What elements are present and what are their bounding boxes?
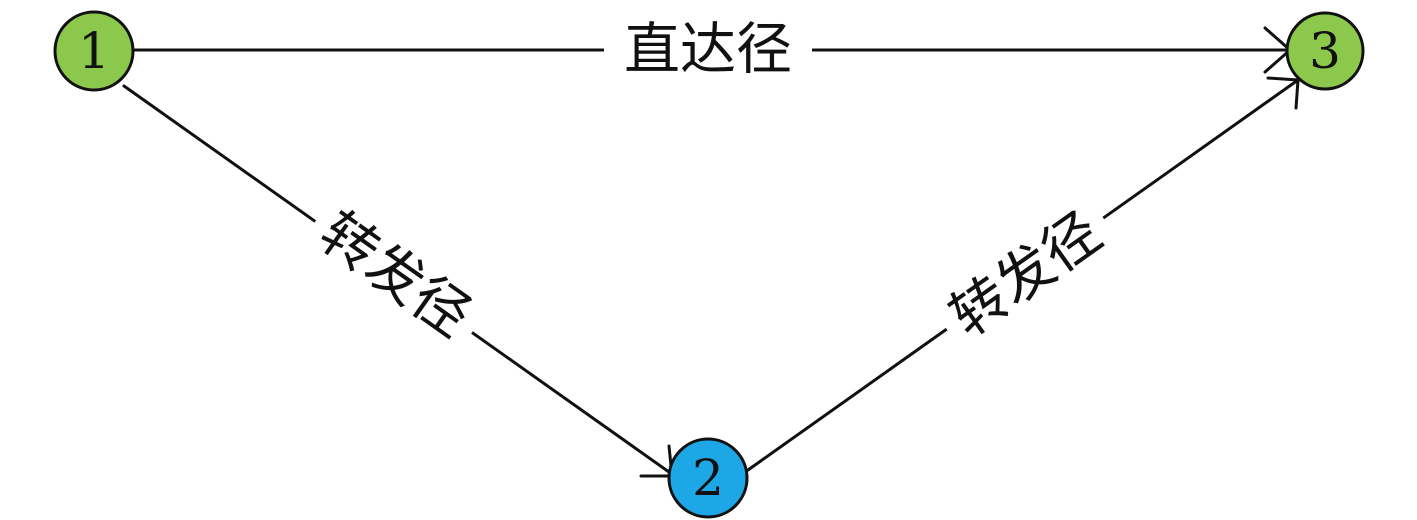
node-circle-3	[1285, 11, 1365, 91]
node-label-3: 3	[1309, 22, 1341, 80]
label-bg-2-3	[928, 191, 1124, 359]
node-circle-2	[667, 437, 749, 519]
edge-label-1-2: 转发径	[308, 200, 483, 350]
node-2: 2	[667, 437, 749, 519]
node-label-1: 1	[78, 22, 110, 80]
node-3: 3	[1285, 11, 1365, 91]
node-label-2: 2	[692, 449, 724, 507]
edge-label-1-3: 直达径	[624, 18, 792, 83]
arrow-head-2-3	[1266, 76, 1300, 110]
edge-1-2: 转发径	[122, 84, 674, 478]
node-circle-1	[53, 10, 135, 92]
edge-2-3: 转发径	[746, 76, 1300, 472]
label-bg-1-2	[297, 191, 493, 359]
edge-label-2-3: 转发径	[939, 200, 1114, 350]
label-bg-1-3	[604, 14, 812, 86]
edge-1-3: 直达径	[133, 14, 1292, 86]
node-1: 1	[53, 10, 135, 92]
